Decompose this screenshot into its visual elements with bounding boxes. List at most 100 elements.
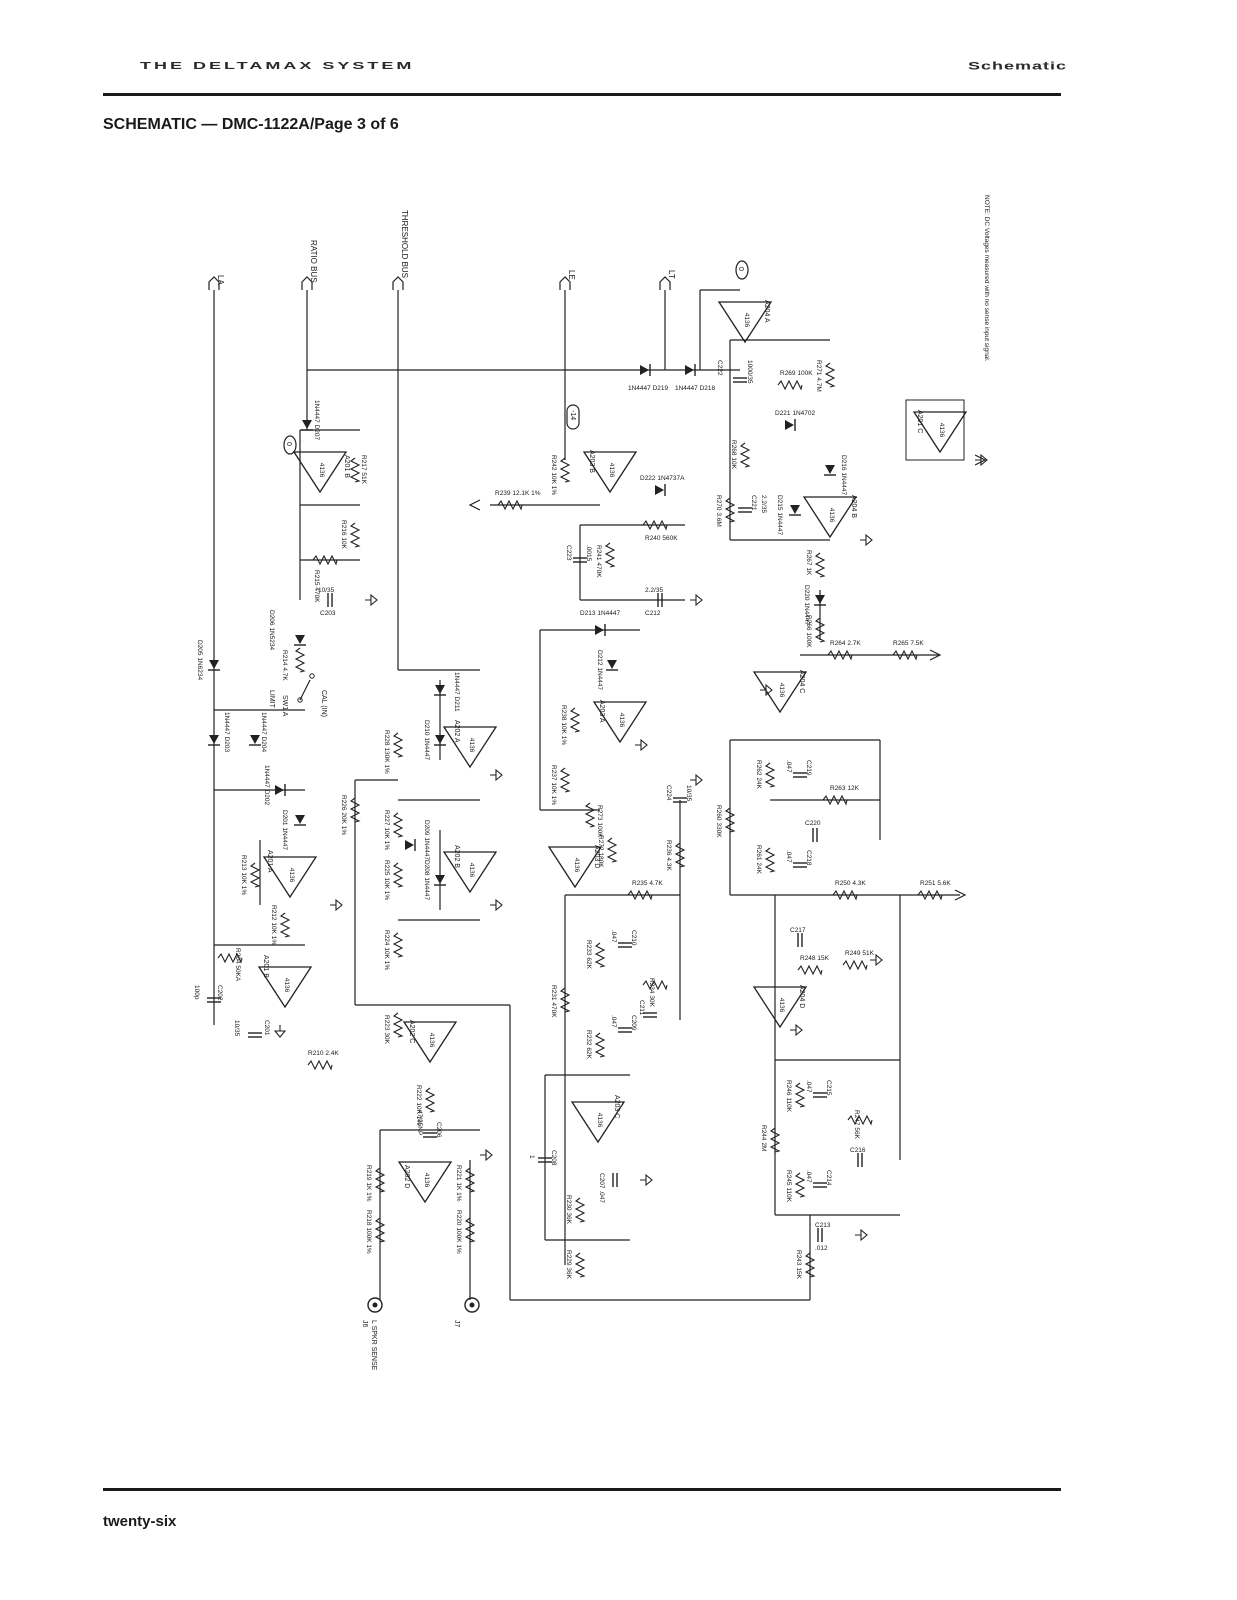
svg-text:A203 D: A203 D (593, 845, 600, 868)
svg-text:.047: .047 (610, 930, 617, 943)
svg-text:D201 1N4447: D201 1N4447 (281, 810, 288, 850)
svg-text:D209 1N4447: D209 1N4447 (423, 820, 430, 860)
svg-text:.012: .012 (815, 1245, 828, 1252)
svg-text:R217 51K: R217 51K (360, 455, 367, 485)
svg-text:A204 A: A204 A (763, 300, 770, 323)
svg-text:10/35: 10/35 (233, 1020, 240, 1037)
svg-text:R260 330K: R260 330K (715, 805, 722, 838)
svg-text:R219 1K 1%: R219 1K 1% (365, 1165, 372, 1202)
bus-le: LE (559, 270, 576, 291)
svg-text:R273 100K: R273 100K (596, 805, 603, 838)
diode-d215: D215 1N4447 (776, 495, 802, 535)
svg-text:1N4447 D204: 1N4447 D204 (260, 712, 267, 752)
svg-text:R238 10K 1%: R238 10K 1% (560, 705, 567, 745)
svg-text:10/35: 10/35 (685, 785, 692, 802)
svg-text:R222 10K 1%: R222 10K 1% (415, 1085, 422, 1125)
svg-text:.047: .047 (805, 1170, 812, 1183)
diode-d201: D201 1N4447 (281, 810, 307, 850)
opamp-a204c: A204 C (753, 670, 807, 713)
bus-ratio: RATIO BUS (301, 240, 318, 291)
diode-d212: D212 1N4447 (596, 650, 619, 690)
svg-text:1N4447 D203: 1N4447 D203 (223, 712, 230, 752)
svg-text:.047: .047 (785, 760, 792, 773)
switch-label: LIMIT (268, 690, 275, 709)
j6-label: L SPKR SENSE (370, 1320, 377, 1371)
svg-text:1N4447 D211: 1N4447 D211 (453, 672, 460, 712)
svg-text:1N4447 D218: 1N4447 D218 (675, 385, 715, 392)
svg-text:R262 24K: R262 24K (755, 760, 762, 790)
svg-text:0: 0 (737, 267, 744, 271)
ground-symbols (274, 454, 988, 1241)
svg-text:R215 470K: R215 470K (313, 570, 320, 603)
diode-d218: 1N4447 D218 (675, 363, 715, 392)
svg-text:A203 C: A203 C (613, 1095, 620, 1118)
svg-text:R247 56K: R247 56K (853, 1110, 860, 1140)
svg-text:C215: C215 (825, 1080, 832, 1096)
svg-text:C209: C209 (630, 1015, 637, 1031)
svg-text:R261 24K: R261 24K (755, 845, 762, 875)
svg-text:A202 A: A202 A (453, 720, 460, 743)
svg-text:C217: C217 (790, 927, 806, 934)
svg-text:C220: C220 (805, 820, 821, 827)
svg-text:D208 1N4447: D208 1N4447 (423, 860, 430, 900)
svg-text:C211: C211 (638, 1000, 645, 1015)
opamp-a201b-upper: A201 B (293, 451, 350, 493)
svg-text:R227 10K 1%: R227 10K 1% (383, 810, 390, 850)
svg-text:R224 10K 1%: R224 10K 1% (383, 930, 390, 970)
svg-text:C203: C203 (320, 610, 336, 617)
svg-text:D216 1N4447: D216 1N4447 (840, 455, 847, 495)
svg-text:C201: C201 (263, 1020, 270, 1036)
bus-la-label: LA (216, 275, 225, 285)
opamp-a202c: A202 C (403, 1020, 457, 1063)
diode-d206: D206 1N5234 (268, 610, 307, 650)
svg-text:R267 1K: R267 1K (805, 550, 812, 576)
header-system-name: THE DELTAMAX SYSTEM (140, 60, 415, 71)
svg-text:R231 470K: R231 470K (550, 985, 557, 1018)
svg-text:R210 2.4K: R210 2.4K (308, 1050, 339, 1057)
svg-text:R249 51K: R249 51K (845, 950, 875, 957)
svg-text:R230 36K: R230 36K (565, 1195, 572, 1225)
test-point-3: 0 (735, 260, 749, 280)
svg-text:A204 C: A204 C (798, 670, 805, 693)
svg-text:0: 0 (285, 442, 292, 446)
svg-text:R244 2M: R244 2M (760, 1125, 767, 1151)
svg-text:R239 12.1K 1%: R239 12.1K 1% (495, 490, 541, 497)
opamp-a201b-lower: A201 B (258, 955, 312, 1008)
opamp-a203b: A203 B (583, 450, 637, 493)
resistor-group: R212 10K 1% R213 10K 1% R214 4.7K R215 4… (217, 360, 951, 1280)
diode-d210: D210 1N4447 (423, 720, 447, 760)
svg-text:C210: C210 (630, 930, 637, 946)
diode-d213: D213 1N4447 (580, 610, 620, 637)
svg-text:R235 4.7K: R235 4.7K (632, 880, 663, 887)
diode-d222: D222 1N4737A (640, 475, 685, 497)
svg-text:C213: C213 (815, 1222, 831, 1229)
svg-text:R268 10K: R268 10K (730, 440, 737, 470)
svg-text:C222: C222 (716, 360, 723, 376)
svg-text:R245 110K: R245 110K (785, 1170, 792, 1203)
svg-text:C218: C218 (805, 850, 812, 866)
svg-text:A201 A: A201 A (266, 850, 273, 873)
diode-d216: D216 1N4447 (823, 455, 847, 495)
svg-text:R233 62K: R233 62K (585, 940, 592, 970)
svg-text:D221 1N4702: D221 1N4702 (775, 410, 815, 417)
test-point-2: -14 (566, 404, 580, 430)
opamp-a201c: A201 C (905, 399, 967, 461)
svg-text:A201 B: A201 B (262, 955, 269, 978)
svg-text:1: 1 (528, 1155, 535, 1159)
opamp-a201a: A201 A (263, 850, 317, 898)
svg-text:R232 62K: R232 62K (585, 1030, 592, 1060)
svg-text:C206: C206 (435, 1122, 442, 1138)
bus-le-label: LE (567, 270, 576, 280)
svg-text:D210 1N4447: D210 1N4447 (423, 720, 430, 760)
svg-text:A204 B: A204 B (850, 495, 857, 518)
opamp-a204a: A204 A (718, 300, 772, 343)
svg-text:C208: C208 (550, 1150, 557, 1166)
svg-text:A203 B: A203 B (588, 450, 595, 473)
svg-text:R263 12K: R263 12K (830, 785, 860, 792)
svg-text:R229 36K: R229 36K (565, 1250, 572, 1280)
svg-text:R226 20K 1%: R226 20K 1% (340, 795, 347, 835)
j7-ref: J7 (453, 1320, 460, 1328)
svg-text:A204 D: A204 D (798, 985, 805, 1008)
svg-text:47/25NP: 47/25NP (416, 1110, 423, 1135)
